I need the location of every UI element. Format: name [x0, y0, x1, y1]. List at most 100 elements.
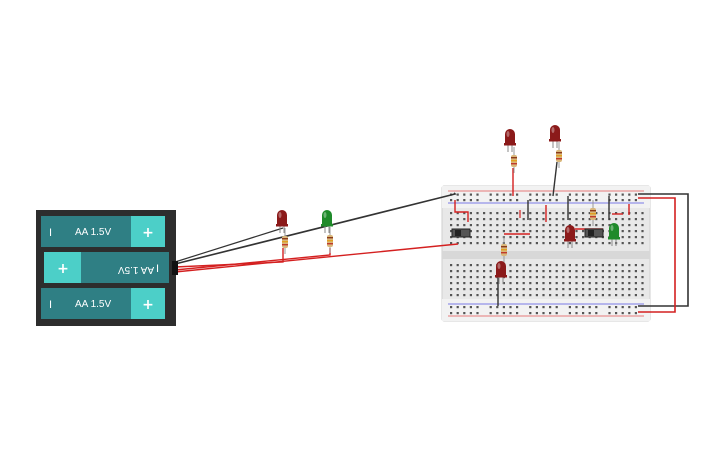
breadboard-hole[interactable]	[542, 306, 545, 309]
breadboard-hole[interactable]	[621, 270, 624, 273]
breadboard-hole[interactable]	[456, 282, 459, 285]
breadboard-hole[interactable]	[582, 288, 585, 291]
breadboard-hole[interactable]	[562, 236, 565, 239]
breadboard-hole[interactable]	[509, 224, 512, 227]
breadboard-hole[interactable]	[608, 270, 611, 273]
breadboard-hole[interactable]	[568, 312, 571, 315]
breadboard-hole[interactable]	[502, 212, 505, 215]
breadboard-hole[interactable]	[568, 242, 571, 245]
breadboard-hole[interactable]	[450, 276, 453, 279]
breadboard-hole[interactable]	[456, 312, 459, 315]
breadboard-hole[interactable]	[595, 242, 598, 245]
breadboard-hole[interactable]	[601, 276, 604, 279]
breadboard-hole[interactable]	[555, 276, 558, 279]
breadboard-hole[interactable]	[588, 294, 591, 297]
resistor-top-left[interactable]	[511, 147, 517, 173]
breadboard-hole[interactable]	[469, 270, 472, 273]
breadboard-hole[interactable]	[615, 270, 618, 273]
breadboard-hole[interactable]	[588, 270, 591, 273]
breadboard-hole[interactable]	[555, 242, 558, 245]
breadboard-hole[interactable]	[575, 212, 578, 215]
breadboard-hole[interactable]	[628, 242, 631, 245]
breadboard-hole[interactable]	[483, 242, 486, 245]
breadboard-hole[interactable]	[542, 282, 545, 285]
breadboard-hole[interactable]	[502, 294, 505, 297]
breadboard-hole[interactable]	[502, 288, 505, 291]
resistor-top-right[interactable]	[556, 142, 562, 168]
breadboard-hole[interactable]	[535, 218, 538, 221]
wire-black-rail-loop[interactable]	[638, 193, 689, 307]
wire-red-short-1[interactable]	[454, 200, 469, 222]
breadboard-hole[interactable]	[634, 312, 637, 315]
breadboard-hole[interactable]	[516, 218, 519, 221]
breadboard-hole[interactable]	[463, 218, 466, 221]
breadboard-hole[interactable]	[450, 264, 453, 267]
led-red-left[interactable]	[276, 210, 288, 233]
breadboard-hole[interactable]	[549, 212, 552, 215]
breadboard-hole[interactable]	[535, 199, 538, 202]
breadboard-hole[interactable]	[516, 212, 519, 215]
breadboard-hole[interactable]	[535, 282, 538, 285]
breadboard-hole[interactable]	[641, 218, 644, 221]
breadboard-hole[interactable]	[582, 264, 585, 267]
breadboard-hole[interactable]	[568, 306, 571, 309]
wire-black-to-led-left[interactable]	[174, 227, 284, 263]
breadboard-hole[interactable]	[463, 312, 466, 315]
breadboard-hole[interactable]	[450, 199, 453, 202]
breadboard-hole[interactable]	[489, 276, 492, 279]
breadboard-hole[interactable]	[483, 282, 486, 285]
breadboard-hole[interactable]	[555, 193, 558, 196]
breadboard-hole[interactable]	[555, 224, 558, 227]
breadboard-hole[interactable]	[509, 218, 512, 221]
breadboard-hole[interactable]	[456, 270, 459, 273]
breadboard-hole[interactable]	[628, 218, 631, 221]
breadboard-hole[interactable]	[496, 212, 499, 215]
leds[interactable]	[276, 125, 620, 284]
breadboard-hole[interactable]	[562, 242, 565, 245]
breadboard-hole[interactable]	[535, 306, 538, 309]
breadboard-hole[interactable]	[529, 218, 532, 221]
breadboard-hole[interactable]	[549, 230, 552, 233]
breadboard-hole[interactable]	[469, 212, 472, 215]
breadboard-hole[interactable]	[469, 282, 472, 285]
breadboard-hole[interactable]	[535, 224, 538, 227]
breadboard-hole[interactable]	[516, 312, 519, 315]
breadboard-hole[interactable]	[535, 270, 538, 273]
breadboard-hole[interactable]	[463, 212, 466, 215]
breadboard-hole[interactable]	[562, 230, 565, 233]
breadboard-hole[interactable]	[450, 288, 453, 291]
breadboard-hole[interactable]	[568, 264, 571, 267]
breadboard-hole[interactable]	[595, 218, 598, 221]
breadboard-hole[interactable]	[621, 199, 624, 202]
breadboard-hole[interactable]	[568, 288, 571, 291]
slide-switch-right[interactable]	[584, 228, 604, 238]
slide-switch-left[interactable]	[451, 228, 471, 238]
breadboard-hole[interactable]	[634, 212, 637, 215]
breadboard-hole[interactable]	[549, 242, 552, 245]
breadboard-hole[interactable]	[628, 193, 631, 196]
breadboard-hole[interactable]	[628, 294, 631, 297]
breadboard-hole[interactable]	[516, 224, 519, 227]
breadboard-hole[interactable]	[476, 218, 479, 221]
breadboard-hole[interactable]	[469, 306, 472, 309]
breadboard-hole[interactable]	[483, 276, 486, 279]
breadboard-hole[interactable]	[634, 193, 637, 196]
breadboard-hole[interactable]	[601, 224, 604, 227]
breadboard[interactable]	[441, 185, 651, 322]
breadboard-hole[interactable]	[555, 288, 558, 291]
breadboard-hole[interactable]	[555, 282, 558, 285]
breadboard-hole[interactable]	[588, 264, 591, 267]
breadboard-hole[interactable]	[575, 288, 578, 291]
breadboard-hole[interactable]	[549, 270, 552, 273]
breadboard-hole[interactable]	[549, 312, 552, 315]
breadboard-hole[interactable]	[582, 294, 585, 297]
breadboard-hole[interactable]	[595, 270, 598, 273]
breadboard-hole[interactable]	[509, 270, 512, 273]
breadboard-hole[interactable]	[562, 224, 565, 227]
breadboard-hole[interactable]	[450, 306, 453, 309]
breadboard-hole[interactable]	[456, 276, 459, 279]
breadboard-hole[interactable]	[634, 218, 637, 221]
breadboard-hole[interactable]	[555, 264, 558, 267]
breadboard-hole[interactable]	[582, 270, 585, 273]
breadboard-hole[interactable]	[535, 230, 538, 233]
